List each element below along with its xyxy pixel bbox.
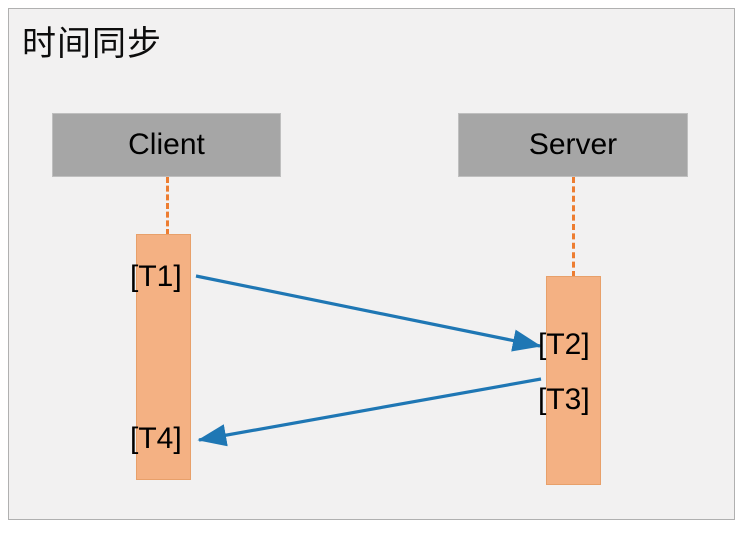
diagram-panel [8, 8, 735, 520]
timestamp-label-t1: [T1] [130, 260, 182, 293]
lifeline-server [572, 177, 575, 277]
actor-box-server[interactable]: Server [458, 113, 688, 177]
page-title: 时间同步 [22, 25, 162, 63]
timestamp-label-t2: [T2] [538, 328, 590, 361]
actor-label-server: Server [528, 128, 618, 161]
timestamp-label-t3: [T3] [538, 383, 590, 416]
activation-bar-client [136, 234, 191, 480]
lifeline-client [166, 177, 169, 235]
actor-label-client: Client [128, 128, 205, 161]
actor-box-client[interactable]: Client [52, 113, 281, 177]
timestamp-label-t4: [T4] [130, 422, 182, 455]
activation-bar-server [546, 276, 601, 485]
